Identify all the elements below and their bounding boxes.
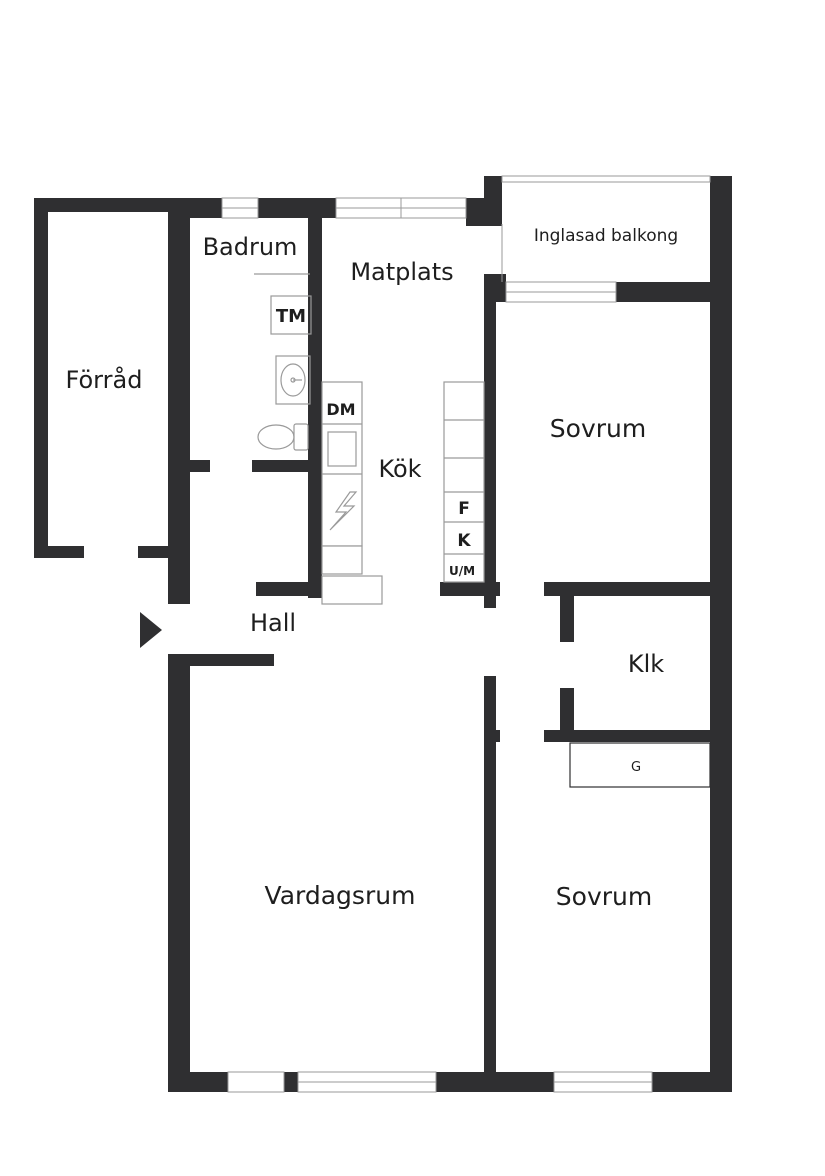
room-label-forrad: Förråd bbox=[66, 365, 143, 394]
wall-bottom-4 bbox=[652, 1072, 732, 1092]
washing-machine-box bbox=[270, 295, 312, 335]
wall-bath-bottom-right bbox=[252, 460, 322, 472]
room-label-balkong: Inglasad balkong bbox=[534, 226, 678, 246]
wall-forrad-top bbox=[34, 198, 190, 212]
counter-left-extension bbox=[321, 575, 383, 605]
wall-bottom-3 bbox=[436, 1072, 554, 1092]
k-label: K bbox=[457, 531, 471, 551]
wall-kitchen-bottom bbox=[440, 582, 500, 596]
room-label-badrum: Badrum bbox=[203, 233, 298, 261]
wardrobe-box bbox=[569, 742, 711, 788]
room-label-hall: Hall bbox=[250, 609, 296, 637]
stove-icon bbox=[329, 491, 358, 531]
um-label: U/M bbox=[449, 564, 475, 578]
f-label: F bbox=[458, 499, 470, 519]
room-label-sovrum-2: Sovrum bbox=[556, 882, 652, 911]
wall-klk-bottom bbox=[544, 730, 732, 742]
room-label-kok: Kök bbox=[378, 455, 421, 483]
wall-living-bedroom-stub bbox=[484, 730, 500, 742]
room-label-klk: Klk bbox=[628, 650, 664, 678]
room-label-sovrum-1: Sovrum bbox=[550, 414, 646, 443]
wall-bottom-2 bbox=[284, 1072, 298, 1092]
wall-top-1 bbox=[168, 198, 222, 218]
window-balcony-glazing bbox=[501, 175, 711, 183]
wall-top-2 bbox=[258, 198, 336, 218]
wall-hall-upper bbox=[256, 582, 322, 596]
wall-forrad-left bbox=[34, 198, 48, 558]
washbasin-icon bbox=[275, 355, 311, 405]
wall-klk-top bbox=[544, 582, 732, 596]
room-label-matplats: Matplats bbox=[350, 258, 453, 286]
wall-kitchen-bedroom bbox=[484, 274, 496, 608]
counter-left-end bbox=[321, 545, 363, 575]
wall-living-left bbox=[168, 654, 190, 1092]
tm-label: TM bbox=[276, 306, 306, 327]
dm-label: DM bbox=[326, 400, 355, 419]
wall-bath-bottom-left bbox=[190, 460, 210, 472]
toilet-icon bbox=[257, 423, 309, 451]
wall-hall-lower bbox=[168, 654, 274, 666]
wall-balcony-bottom bbox=[616, 282, 732, 302]
wall-living-bedroom bbox=[484, 676, 496, 1076]
wall-klk-left-lower bbox=[560, 688, 574, 742]
kitchen-fixtures bbox=[321, 381, 485, 605]
wall-forrad-right bbox=[168, 198, 190, 604]
wall-balcony-top bbox=[484, 176, 502, 224]
window-living-1 bbox=[227, 1071, 285, 1093]
wall-right bbox=[710, 176, 732, 1092]
windows bbox=[221, 175, 711, 1093]
entrance-arrow-icon bbox=[140, 612, 162, 648]
bathroom-fixtures bbox=[254, 273, 312, 451]
wall-bottom-1 bbox=[168, 1072, 228, 1092]
counter-right bbox=[443, 381, 485, 583]
wall-klk-left-upper bbox=[560, 582, 574, 642]
sink-icon bbox=[327, 431, 357, 467]
walls bbox=[34, 176, 732, 1092]
room-label-vardagsrum: Vardagsrum bbox=[265, 881, 416, 910]
g-label: G bbox=[631, 760, 641, 775]
wall-forrad-bottom-left bbox=[34, 546, 84, 558]
